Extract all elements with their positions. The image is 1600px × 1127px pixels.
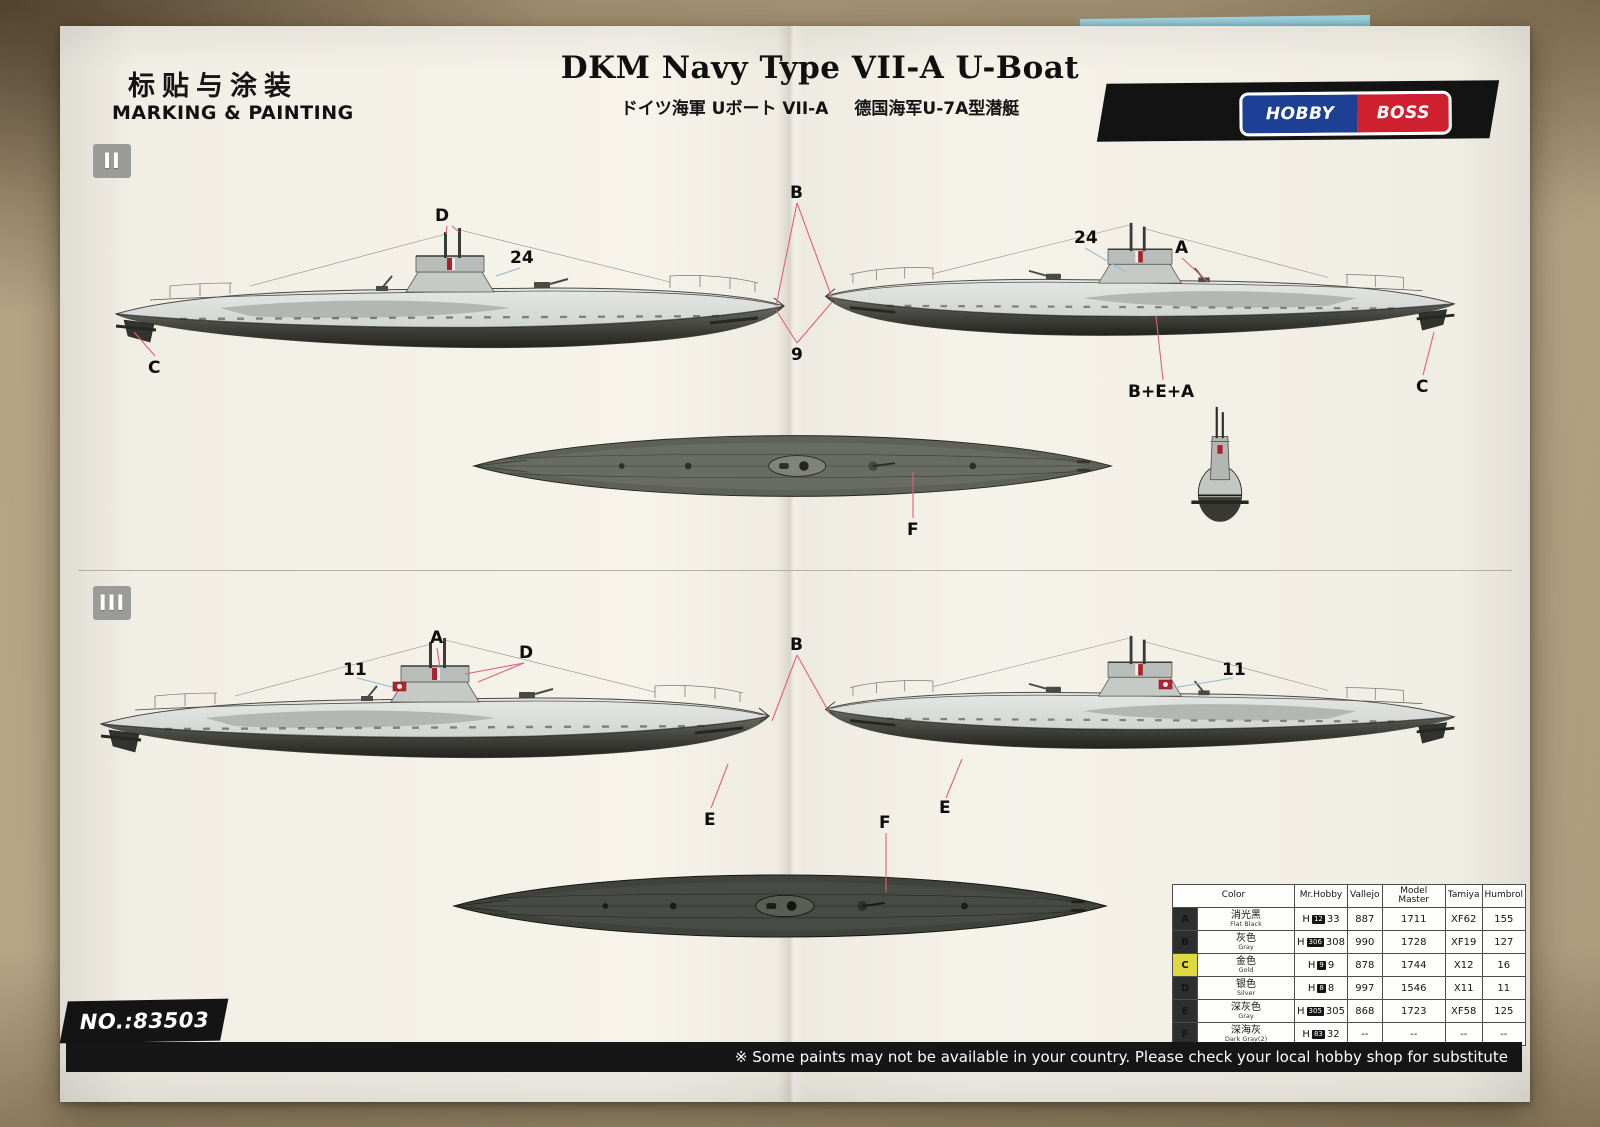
header-title-cn: 标贴与涂装 <box>128 71 298 102</box>
table-cell: 878 <box>1347 953 1383 977</box>
table-cell: 1723 <box>1381 999 1446 1023</box>
kit-number-badge: NO.:83503 <box>59 998 229 1044</box>
table-cell: XF58 <box>1444 999 1483 1023</box>
table-cell: X11 <box>1444 976 1483 1000</box>
callout-label: B+E+A <box>1128 382 1195 402</box>
callout-label: A <box>1175 238 1189 258</box>
callout-label: 9 <box>791 345 803 365</box>
callout-label: C <box>1416 377 1429 397</box>
table-cell: 997 <box>1347 976 1383 1000</box>
col-model-master: Model Master <box>1381 884 1446 908</box>
table-cell: C <box>1172 953 1198 977</box>
col-tamiya: Tamiya <box>1444 884 1483 908</box>
submarine-side-view-iii-left <box>95 636 775 806</box>
col-vallejo: Vallejo <box>1347 884 1383 908</box>
paint-table-header: Color Mr.Hobby Vallejo Model Master Tami… <box>1172 884 1527 908</box>
page-title: DKM Navy Type VII-A U-Boat <box>560 50 1080 86</box>
section-ii-marker: II <box>93 144 131 178</box>
paint-table: Color Mr.Hobby Vallejo Model Master Tami… <box>1172 884 1527 1046</box>
submarine-front-view <box>1185 400 1255 530</box>
callout-label: F <box>879 813 891 833</box>
callout-label: D <box>519 643 534 663</box>
brand-hobby-label: HOBBY <box>1242 94 1359 134</box>
footer-notice-text: ※ Some paints may not be available in yo… <box>734 1048 1508 1066</box>
submarine-top-view-iii <box>450 868 1110 944</box>
table-cell: XF19 <box>1444 930 1483 954</box>
table-cell: 1744 <box>1381 953 1446 977</box>
table-cell: 1546 <box>1381 976 1446 1000</box>
table-cell: X12 <box>1444 953 1483 977</box>
callout-label: 24 <box>1074 228 1098 248</box>
table-cell: 887 <box>1347 907 1383 931</box>
callout-label: F <box>907 520 919 540</box>
callout-label: D <box>435 206 450 226</box>
callout-label: B <box>790 183 803 203</box>
header-title-en: MARKING & PAINTING <box>112 102 354 124</box>
table-cell: 11 <box>1481 976 1527 1000</box>
subtitle-jp: ドイツ海軍 Uボート VII-A <box>620 99 829 119</box>
footer-notice-bar: ※ Some paints may not be available in yo… <box>66 1042 1522 1072</box>
col-humbrol: Humbrol <box>1481 884 1527 908</box>
table-cell: 127 <box>1481 930 1527 954</box>
submarine-side-view-ii-left <box>110 226 790 396</box>
callout-label: E <box>939 798 951 818</box>
kit-number-text: NO.:83503 <box>79 1007 209 1035</box>
table-cell: 155 <box>1481 907 1527 931</box>
callout-label: C <box>148 358 161 378</box>
submarine-top-view-ii <box>470 430 1115 502</box>
brand-band: HOBBY BOSS <box>1096 80 1500 142</box>
callout-label: 24 <box>510 248 534 268</box>
table-cell: 16 <box>1481 953 1527 977</box>
col-mr-hobby: Mr.Hobby <box>1294 884 1348 908</box>
submarine-side-view-ii-right <box>820 221 1460 381</box>
callout-label: A <box>430 628 444 648</box>
table-cell: XF62 <box>1444 907 1483 931</box>
table-cell: 990 <box>1347 930 1383 954</box>
section-divider <box>78 570 1512 571</box>
callout-label: E <box>704 810 716 830</box>
col-color: Color <box>1172 884 1295 908</box>
callout-label: 11 <box>1222 660 1246 680</box>
hobbyboss-logo: HOBBY BOSS <box>1239 90 1452 137</box>
callout-label: 11 <box>343 660 367 680</box>
table-cell: A <box>1172 907 1198 931</box>
table-cell: D <box>1172 976 1198 1000</box>
table-cell: 1728 <box>1381 930 1446 954</box>
table-cell: E <box>1172 999 1198 1023</box>
brand-boss-label: BOSS <box>1357 93 1449 133</box>
page-subtitle: ドイツ海軍 Uボート VII-A 德国海军U-7A型潜艇 <box>380 94 1260 119</box>
section-iii-marker: III <box>93 586 131 620</box>
table-cell: 868 <box>1347 999 1383 1023</box>
instruction-sheet: 标贴与涂装 MARKING & PAINTING DKM Navy Type V… <box>59 26 1530 1102</box>
table-cell: 125 <box>1481 999 1527 1023</box>
table-cell: B <box>1172 930 1198 954</box>
submarine-side-view-iii-right <box>820 634 1460 794</box>
table-cell: 1711 <box>1381 907 1446 931</box>
callout-label: B <box>790 635 803 655</box>
subtitle-cn: 德国海军U-7A型潜艇 <box>854 99 1020 119</box>
